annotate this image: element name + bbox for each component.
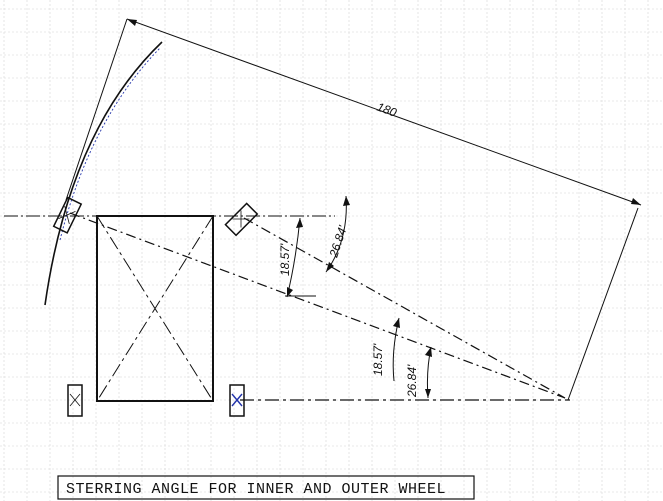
vehicle-chassis: [96, 215, 214, 402]
diagram-caption: STERRING ANGLE FOR INNER AND OUTER WHEEL: [66, 481, 446, 498]
caption-box: [57, 475, 475, 500]
front-right-wheel: [224, 202, 259, 237]
length-dimension-label: 180: [375, 100, 399, 120]
length-dimension: [65, 18, 642, 401]
inner-angle-top-label: 26.84': [326, 223, 350, 260]
inner-angle-bottom-label: 26.84': [405, 364, 419, 398]
turning-arcs: [44, 41, 163, 306]
centre-angle-dimensions: [392, 317, 432, 399]
steering-lines: [69, 212, 566, 399]
outer-angle-bottom-label: 18.57': [371, 343, 385, 376]
front-angle-dimensions: [285, 195, 350, 298]
outer-angle-top-label: 18.57': [278, 243, 292, 276]
rear-left-wheel: [67, 384, 83, 417]
front-left-wheel: [52, 196, 83, 234]
rear-right-wheel: [229, 384, 245, 417]
